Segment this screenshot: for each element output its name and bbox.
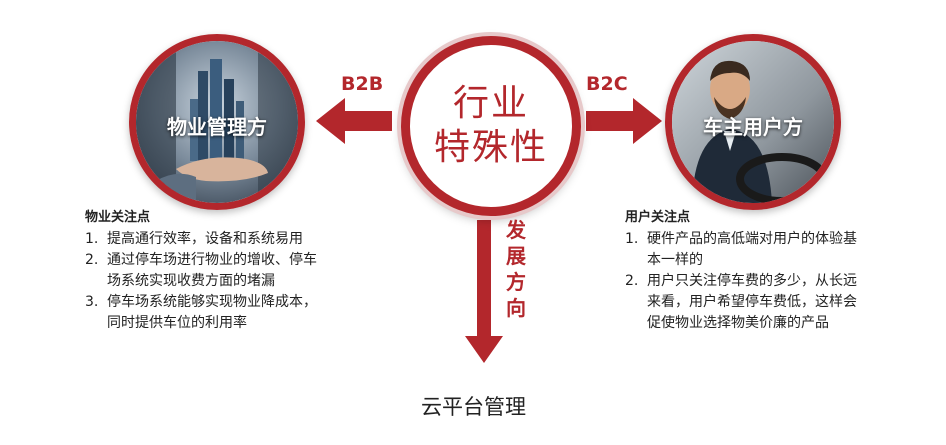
property-manager-circle: 物业管理方 <box>129 34 305 210</box>
b2b-label: B2B <box>341 73 384 95</box>
list-item: 3. 停车场系统能够实现物业降成本， 同时提供车位的利用率 <box>85 294 317 331</box>
user-concerns: 用户关注点 1. 硬件产品的高低端对用户的体验基 本一样的 2. 用户只关注停车… <box>625 206 925 334</box>
cloud-platform-title: 云平台管理 <box>421 395 526 419</box>
user-concerns-title: 用户关注点 <box>625 210 691 225</box>
development-direction-label: 发 展 方 向 <box>503 217 529 321</box>
direction-char-2: 展 <box>506 244 526 268</box>
b2c-arrow <box>586 98 662 144</box>
driver-image <box>672 41 834 203</box>
center-title-line1: 行业 <box>452 83 529 124</box>
center-title-line2: 特殊性 <box>433 127 548 168</box>
list-item: 2. 通过停车场进行物业的增收、停车 场系统实现收费方面的堵漏 <box>85 252 317 289</box>
direction-char-3: 方 <box>506 270 526 294</box>
industry-particularity-circle: 行业 特殊性 <box>401 36 581 216</box>
list-item: 1. 硬件产品的高低端对用户的体验基 本一样的 <box>625 231 857 268</box>
down-arrow <box>465 220 503 363</box>
b2c-label: B2C <box>586 73 628 95</box>
car-owner-label: 车主用户方 <box>703 115 803 139</box>
direction-char-1: 发 <box>506 218 526 242</box>
car-owner-circle: 车主用户方 <box>665 34 841 210</box>
list-item: 2. 用户只关注停车费的多少，从长远 来看，用户希望停车费低，这样会 促使物业选… <box>625 273 857 331</box>
property-concerns: 物业关注点 1. 提高通行效率，设备和系统易用 2. 通过停车场进行物业的增收、… <box>85 206 385 334</box>
building-hand-image <box>136 41 298 203</box>
list-item: 1. 提高通行效率，设备和系统易用 <box>85 231 303 247</box>
b2b-arrow <box>316 98 392 144</box>
direction-char-4: 向 <box>506 296 526 320</box>
property-manager-label: 物业管理方 <box>167 115 267 139</box>
property-concerns-title: 物业关注点 <box>85 210 151 225</box>
